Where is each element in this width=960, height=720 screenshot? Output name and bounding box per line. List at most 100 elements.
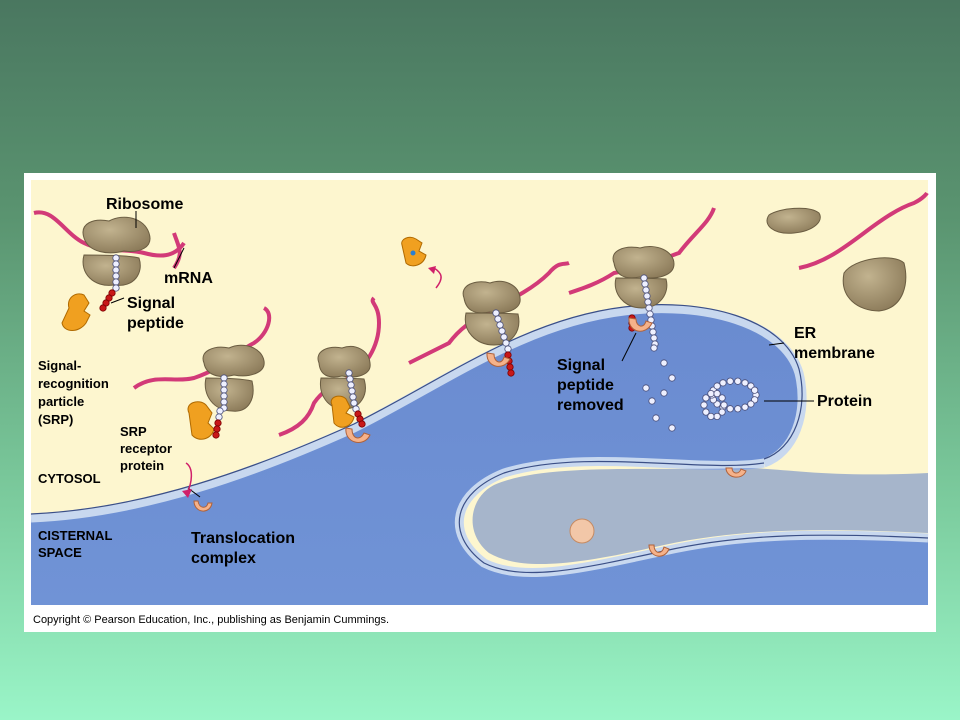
protein-bead — [660, 359, 668, 367]
release-arrow — [433, 267, 442, 289]
ribosome-subunit-large — [842, 257, 907, 312]
label-signal-removed-2: peptide — [557, 377, 614, 394]
ribosome-4 — [462, 280, 521, 346]
label-signal-peptide-1: Signal — [127, 295, 175, 312]
protein-bead — [726, 405, 734, 413]
protein-bead — [646, 310, 654, 318]
protein-bead — [500, 333, 508, 341]
protein-bead — [215, 413, 223, 421]
srp-bound — [187, 401, 215, 440]
protein-bead — [734, 405, 742, 413]
label-srp-4: (SRP) — [38, 412, 73, 427]
label-ribosome: Ribosome — [106, 196, 183, 213]
protein-bead — [751, 386, 759, 394]
protein-bead — [650, 344, 658, 352]
label-srp-receptor-3: protein — [120, 458, 164, 473]
srp-dot — [410, 250, 416, 256]
er-membrane-outer — [30, 304, 807, 523]
translocation-complexes — [193, 317, 747, 557]
label-protein: Protein — [817, 393, 872, 410]
label-translocation-1: Translocation — [191, 530, 295, 547]
ribosome-subunit-small — [766, 207, 821, 234]
protein-bead — [720, 401, 728, 409]
protein-bead — [502, 339, 510, 347]
ribosome-2 — [202, 344, 265, 412]
protein-bead — [700, 401, 708, 409]
signal-peptide-bead — [99, 304, 107, 312]
protein-bead — [498, 327, 506, 335]
translocon-3 — [486, 352, 511, 367]
protein-bead — [713, 412, 721, 421]
protein-bead — [348, 387, 356, 395]
protein-bead — [349, 393, 357, 401]
mrna-strand-6 — [798, 191, 929, 270]
translocon-2 — [345, 427, 371, 443]
signal-peptide-bead — [358, 420, 366, 428]
protein-bead — [643, 292, 651, 300]
er-membrane-edge — [30, 304, 803, 515]
protein-bead — [220, 380, 228, 388]
protein-bead — [220, 392, 228, 400]
label-signal-peptide-2: peptide — [127, 315, 184, 332]
protein-bead — [648, 397, 656, 405]
er-membrane-inner-edge — [458, 460, 929, 574]
protein-bead — [345, 369, 353, 377]
protein-bead — [644, 298, 652, 306]
er-translation-diagram: Ribosome mRNA Signal peptide Signal- rec… — [30, 180, 929, 605]
protein-bead — [216, 407, 224, 415]
label-srp-3: particle — [38, 394, 84, 409]
label-cytosol: CYTOSOL — [38, 471, 101, 486]
protein-bead — [642, 384, 650, 392]
translocon-1 — [193, 500, 213, 512]
label-srp-1: Signal- — [38, 358, 81, 373]
label-srp-receptor-1: SRP — [120, 424, 147, 439]
protein-bead — [112, 254, 120, 262]
protein-bead — [649, 328, 657, 336]
protein-bead — [668, 424, 676, 432]
label-signal-removed-3: removed — [557, 397, 624, 414]
protein-bead — [668, 374, 676, 382]
protein-bead — [652, 414, 660, 422]
ribosome-5 — [612, 246, 675, 309]
protein-bead — [504, 345, 512, 353]
protein-bead — [645, 304, 653, 312]
protein-bead — [346, 375, 354, 383]
protein-bead — [741, 379, 749, 387]
polypeptide-chains — [99, 254, 760, 439]
protein-bead — [112, 284, 120, 292]
protein-bead — [496, 321, 504, 329]
protein-bead — [642, 286, 650, 294]
label-er-2: membrane — [794, 345, 875, 362]
protein-bead — [220, 374, 228, 382]
protein-bead — [726, 377, 734, 385]
figure-panel: Ribosome mRNA Signal peptide Signal- rec… — [24, 173, 936, 632]
protein-bead — [719, 379, 727, 387]
protein-bead — [702, 408, 710, 416]
protein-bead — [112, 260, 120, 268]
protein-bead — [660, 389, 668, 397]
srp-free — [61, 293, 91, 331]
translocon-5 — [725, 467, 747, 478]
protein-bead — [707, 412, 715, 421]
protein-bead — [650, 334, 658, 342]
protein-bead — [707, 389, 715, 398]
protein-bead — [112, 272, 120, 280]
protein-bead — [347, 381, 355, 389]
signal-peptide-bead — [506, 363, 514, 371]
ribosome-1 — [82, 216, 151, 286]
release-arrowhead — [428, 266, 436, 274]
protein-bead — [641, 280, 649, 288]
protein-bead — [112, 266, 120, 274]
protein-bead — [640, 274, 648, 282]
label-srp-2: recognition — [38, 376, 109, 391]
signal-peptide-bead — [214, 419, 222, 427]
protein-bead — [713, 389, 721, 398]
protein-bead — [702, 394, 710, 402]
signal-peptide-bead — [507, 369, 515, 377]
label-srp-receptor-2: receptor — [120, 441, 172, 456]
signal-peptide-bead — [212, 431, 220, 439]
protein-bead — [112, 278, 120, 286]
copyright-notice: Copyright © Pearson Education, Inc., pub… — [33, 614, 390, 626]
srp-docked — [330, 395, 355, 428]
signal-peptide-bead — [213, 425, 221, 433]
